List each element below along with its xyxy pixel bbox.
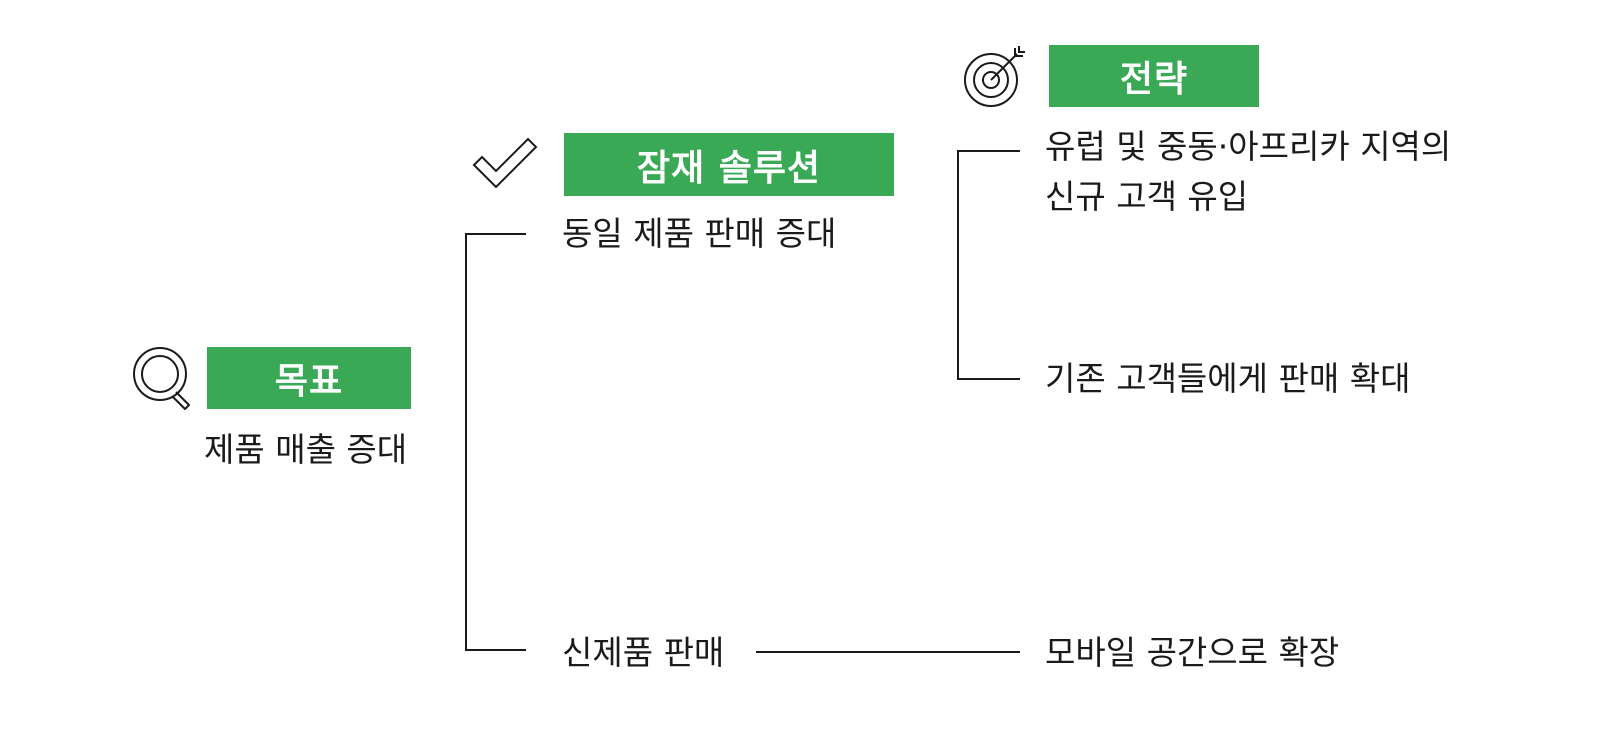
- strategy-bracket: [957, 150, 1020, 380]
- goal-header: 목표: [207, 347, 411, 409]
- solution-bracket: [465, 233, 526, 651]
- magnifier-icon: [130, 346, 194, 414]
- goal-text: 제품 매출 증대: [204, 430, 408, 469]
- checkmark-icon: [472, 137, 538, 197]
- target-icon: [963, 44, 1029, 112]
- strategy-header: 전략: [1049, 45, 1259, 107]
- solution-item-new-product: 신제품 판매: [562, 633, 725, 672]
- strategy-item-europe-line2: 신규 고객 유입: [1045, 177, 1249, 216]
- strategy-item-existing-customers: 기존 고객들에게 판매 확대: [1045, 359, 1411, 398]
- strategy-item-mobile: 모바일 공간으로 확장: [1045, 633, 1340, 672]
- solution-header: 잠재 솔루션: [564, 133, 894, 196]
- solution-item-same-product: 동일 제품 판매 증대: [562, 214, 837, 253]
- strategy-item-europe-line1: 유럽 및 중동·아프리카 지역의: [1045, 127, 1452, 166]
